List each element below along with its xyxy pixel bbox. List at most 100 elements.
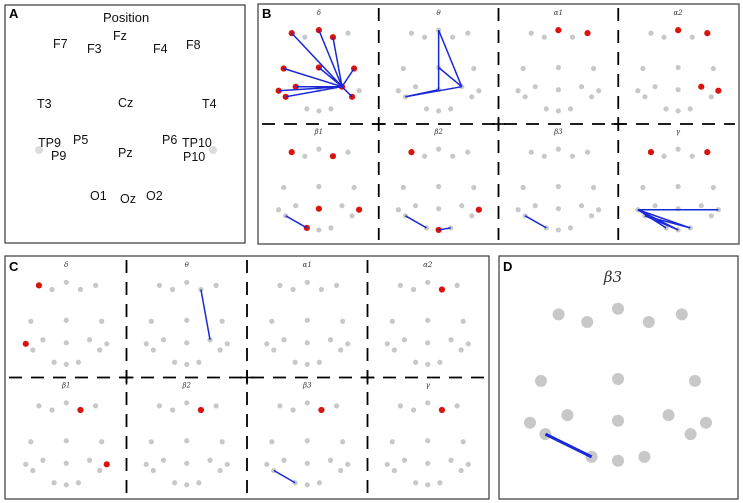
band-label: δ (64, 261, 68, 269)
electrode-node (689, 374, 701, 387)
electrode-node (316, 183, 322, 190)
electrode-node (520, 184, 526, 191)
electrode-node (541, 153, 547, 159)
connectivity-link (200, 289, 211, 340)
electrode-node (75, 480, 81, 486)
topomap-cell: α2 (384, 261, 471, 367)
band-label: θ (437, 9, 442, 17)
electrode-node (304, 438, 310, 444)
active-electrode-node (197, 406, 205, 414)
electrode-label-f4: F4 (153, 42, 168, 56)
electrode-node (30, 467, 36, 474)
electrode-node (172, 480, 178, 486)
electrode-node (184, 438, 190, 444)
electrode-node (675, 183, 681, 190)
electrode-node (391, 347, 397, 353)
electrode-node (522, 94, 528, 100)
electrode-node (148, 318, 154, 324)
electrode-node (421, 153, 428, 159)
electrode-node (459, 203, 465, 209)
band-label: δ (317, 9, 321, 17)
electrode-node (77, 286, 84, 293)
electrode-node (684, 428, 697, 441)
electrode-node (408, 30, 415, 36)
electrode-node (588, 213, 595, 219)
active-electrode-node (475, 206, 482, 213)
electrode-node (316, 359, 322, 365)
electrode-label-p10: P10 (183, 150, 205, 164)
electrode-node (184, 279, 190, 285)
panel-d-network (524, 302, 712, 467)
electrode-node (450, 34, 456, 40)
electrode-node (290, 407, 296, 413)
band-label: γ (676, 128, 681, 136)
connectivity-link (273, 469, 296, 484)
electrode-node (710, 65, 716, 72)
electrode-label-tp9: TP9 (38, 136, 61, 150)
panel-b-letter: B (262, 6, 271, 21)
electrode-node (391, 467, 397, 474)
electrode-node (436, 146, 442, 152)
electrode-node (292, 359, 298, 365)
active-electrode-node (555, 27, 562, 34)
electrode-node (698, 203, 704, 209)
electrode-node (63, 460, 69, 466)
electrode-node (708, 94, 714, 100)
electrode-node (687, 106, 693, 112)
active-electrode-node (698, 83, 705, 90)
panel-a-frame (4, 4, 246, 244)
electrode-node (710, 184, 716, 191)
electrode-node (458, 347, 464, 353)
connectivity-link (283, 67, 343, 88)
electrode-node (425, 460, 431, 466)
connectivity-link (341, 86, 353, 98)
electrode-node (93, 282, 99, 288)
electrode-node (642, 316, 655, 328)
electrode-node (49, 286, 55, 293)
electrode-node (708, 213, 714, 219)
electrode-node (217, 347, 223, 353)
electrode-node (652, 84, 658, 90)
panel-c-grid (9, 260, 485, 495)
electrode-node (532, 84, 538, 90)
electrode-node (437, 480, 443, 486)
electrode-node (584, 149, 591, 155)
electrode-node (425, 317, 431, 323)
electrode-node (224, 461, 230, 467)
electrode-node (413, 359, 419, 365)
electrode-node (269, 439, 275, 445)
electrode-node (689, 153, 695, 159)
electrode-node (316, 108, 322, 114)
electrode-node (425, 340, 431, 346)
electrode-node (277, 403, 283, 409)
electrode-node (63, 400, 69, 406)
electrode-node (224, 341, 230, 347)
active-electrode-node (438, 406, 446, 414)
electrode-node (51, 480, 57, 486)
electrode-node (675, 206, 681, 212)
electrode-node (345, 149, 351, 155)
electrode-node (471, 184, 477, 191)
electrode-node (281, 184, 287, 191)
electrode-node (184, 460, 190, 466)
electrode-node (304, 340, 310, 346)
electrode-node (555, 227, 561, 233)
connectivity-link (438, 66, 463, 88)
electrode-node (143, 461, 149, 467)
electrode-node (640, 184, 646, 191)
electrode-node (318, 286, 325, 293)
active-electrode-node (584, 30, 591, 37)
electrode-node (207, 457, 213, 463)
connectivity-link (341, 68, 355, 88)
electrode-node (663, 106, 669, 112)
active-electrode-node (35, 282, 43, 289)
electrode-node (172, 359, 178, 365)
electrode-node (400, 184, 407, 191)
electrode-node (555, 64, 561, 71)
electrode-node (535, 374, 547, 387)
electrode-node (590, 184, 597, 191)
electrode-node (460, 439, 466, 445)
electrode-node (425, 361, 431, 367)
